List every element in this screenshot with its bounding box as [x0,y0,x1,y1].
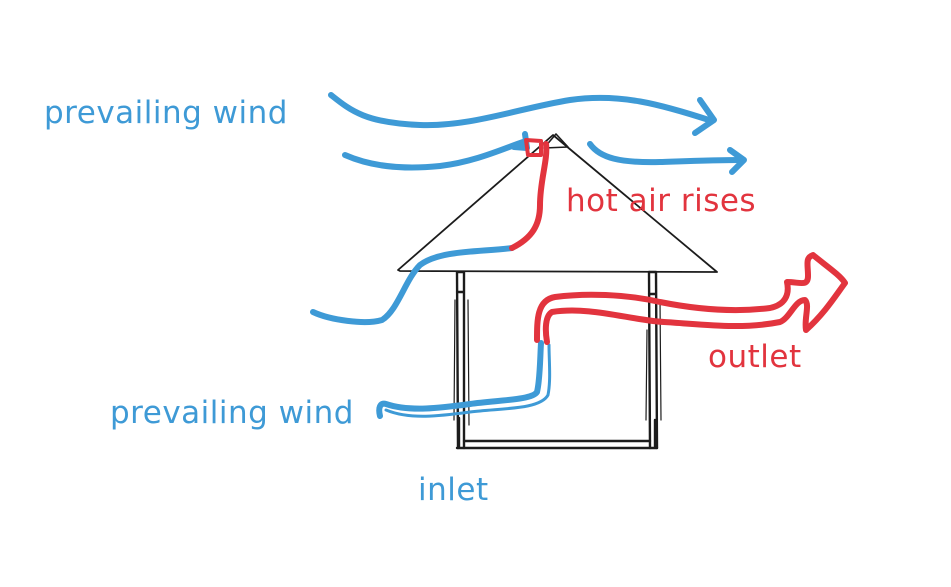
wind-arrow-right [587,141,745,166]
cool-air-flows [310,92,747,419]
wind-arrow-top-head [692,97,717,136]
inlet-flow [376,340,544,419]
wind-arrow-right-head [727,147,747,175]
roof [397,134,718,273]
label-inlet: inlet [418,472,489,508]
right-wall [647,270,659,450]
hot-air-flows [509,138,848,345]
inlet-flow-inner [384,343,552,418]
wind-arrow-top [328,92,715,129]
label-prevailing-wind-bottom: prevailing wind [110,395,354,431]
wind-arrow-middle [342,131,530,171]
roof-cap [543,133,569,149]
outlet-flow-outer [534,252,848,345]
label-outlet: outlet [708,339,802,375]
left-wall [455,270,466,450]
roof-wind-path [310,245,515,325]
hot-air-rise-path [509,141,550,251]
label-prevailing-wind-top: prevailing wind [44,95,288,131]
house [397,133,718,450]
floor [455,416,659,450]
roof-vent-mark [524,138,543,157]
label-hot-air-rises: hot air rises [566,183,757,219]
